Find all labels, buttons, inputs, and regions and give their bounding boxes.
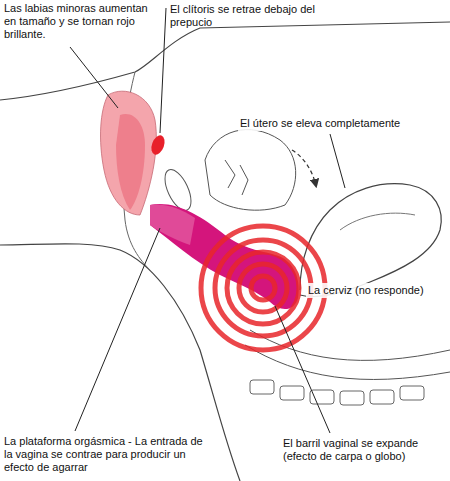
cervix-label: La cerviz (no responde) — [306, 283, 426, 298]
uterus-label: El útero se eleva completamente — [238, 116, 402, 131]
labia-label: Las labias minoras aumentan en tamaño y … — [4, 2, 159, 41]
clitoris-label: El clítoris se retrae debajo del prepuci… — [170, 3, 315, 29]
vaginal-barrel-label: El barril vaginal se expande (efecto de … — [283, 437, 446, 463]
platform-label: La plataforma orgásmica - La entrada de … — [4, 435, 209, 474]
